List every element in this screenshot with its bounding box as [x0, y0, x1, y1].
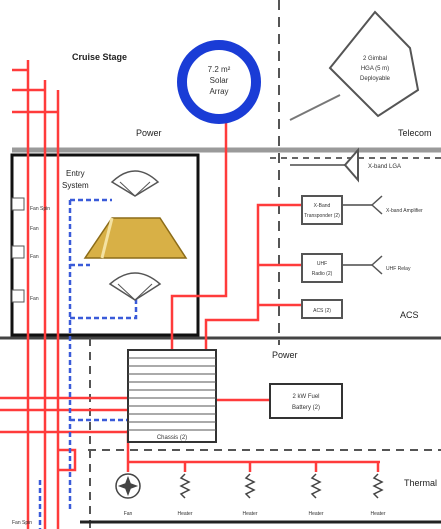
- solar-array-label-2: Solar: [210, 76, 229, 85]
- hga-label-2: HGA (5 m): [361, 66, 389, 72]
- entry-system-label-2: System: [62, 181, 89, 190]
- hga-antenna: 2 Gimbal HGA (5 m) Deployable: [328, 10, 420, 118]
- entry-system-box: [10, 153, 200, 337]
- left-edge-label-5: Fan Spin: [12, 520, 32, 526]
- left-edge-label-2: Fan: [30, 226, 39, 232]
- parachute-bottom-line-1: [117, 283, 136, 301]
- bottom-label-fan: Fan: [124, 511, 133, 517]
- hga-label-1: 2 Gimbal: [363, 56, 387, 62]
- thermal-label: Thermal: [404, 478, 437, 488]
- power-to-upper-box: [204, 203, 302, 350]
- left-stub-box-2: [11, 245, 25, 259]
- transponder-label-2: Transponder (2): [304, 213, 340, 219]
- entry-components: [83, 170, 188, 301]
- fan-blades: [117, 475, 139, 497]
- solar-array: 7.2 m² Solar Array: [177, 40, 261, 124]
- telecom-dish-feed: [289, 94, 341, 121]
- chassis-stack: Chassis (2): [127, 349, 217, 443]
- acs-box-label: ACS (2): [313, 308, 331, 314]
- uhf-antenna-icon: [371, 255, 383, 275]
- lga-cone-icon: [343, 147, 359, 183]
- parachute-top-line-1: [119, 181, 136, 197]
- heatshield-highlight: [100, 217, 114, 259]
- parachute-bottom-line-2: [134, 283, 153, 301]
- heater-icon-1: [179, 473, 191, 499]
- transponder-antenna-icon: [371, 195, 383, 215]
- solar-array-label-3: Array: [209, 87, 228, 96]
- chassis-frame: [127, 349, 217, 443]
- power-wiring: [0, 60, 380, 529]
- thermal-components: [115, 473, 384, 499]
- telecom-acs-boxes: X-Band Transponder (2) X-band Amplifier …: [301, 195, 423, 319]
- bottom-label-heater-2: Heater: [242, 511, 257, 517]
- fuel-battery: 2 kW Fuel Battery (2): [269, 383, 343, 419]
- heatshield-icon: [83, 217, 188, 259]
- telecom-label: Telecom: [398, 128, 432, 138]
- left-edge-label-4: Fan: [30, 296, 39, 302]
- transponder-label-1: X-Band: [314, 203, 331, 209]
- acs-label: ACS: [400, 310, 419, 320]
- acs-box: [301, 299, 343, 319]
- power-solar-drop: [170, 112, 228, 350]
- cruise-stage-label: Cruise Stage: [72, 52, 127, 62]
- transponder-box: [301, 195, 343, 225]
- battery-label-1: 2 kW Fuel: [292, 394, 319, 400]
- heater-icon-4: [372, 473, 384, 499]
- left-edge-labels: Fan Spin Fan Fan Fan Fan Spin: [11, 197, 50, 526]
- parachute-bottom-icon: [108, 272, 162, 301]
- parachute-top-icon: [110, 170, 160, 197]
- bottom-label-heater-4: Heater: [370, 511, 385, 517]
- uhf-radio-side-label: UHF Relay: [386, 266, 411, 272]
- heater-icon-3: [310, 473, 322, 499]
- lga-antenna: X-band LGA: [343, 147, 401, 183]
- chassis-label: Chassis (2): [157, 435, 187, 441]
- solar-array-ring: [177, 40, 261, 124]
- left-stub-box-3: [11, 289, 25, 303]
- power-mid-label: Power: [272, 350, 298, 360]
- telecom-wiring: [289, 94, 372, 266]
- power-left-loop: [58, 448, 77, 472]
- left-stub-box-1: [11, 197, 25, 211]
- solar-array-label-1: 7.2 m²: [208, 65, 231, 74]
- hga-dish-shape: [328, 10, 420, 118]
- chassis-slots: [128, 357, 216, 431]
- uhf-radio-label-2: Radio (2): [312, 271, 333, 277]
- bottom-label-heater-3: Heater: [308, 511, 323, 517]
- hga-label-3: Deployable: [360, 76, 391, 82]
- bottom-label-heater-1: Heater: [177, 511, 192, 517]
- left-edge-label-1: Fan Spin: [30, 206, 50, 212]
- entry-system-label-1: Entry: [66, 169, 85, 178]
- battery-label-2: Battery (2): [292, 405, 320, 411]
- battery-box: [269, 383, 343, 419]
- left-edge-label-3: Fan: [30, 254, 39, 260]
- power-top-label: Power: [136, 128, 162, 138]
- uhf-radio-label-1: UHF: [317, 261, 327, 267]
- lga-label: X-band LGA: [368, 164, 401, 170]
- uhf-radio-box: [301, 253, 343, 283]
- transponder-side-label: X-band Amplifier: [386, 208, 423, 214]
- heater-icon-2: [244, 473, 256, 499]
- parachute-top-line-2: [134, 181, 151, 197]
